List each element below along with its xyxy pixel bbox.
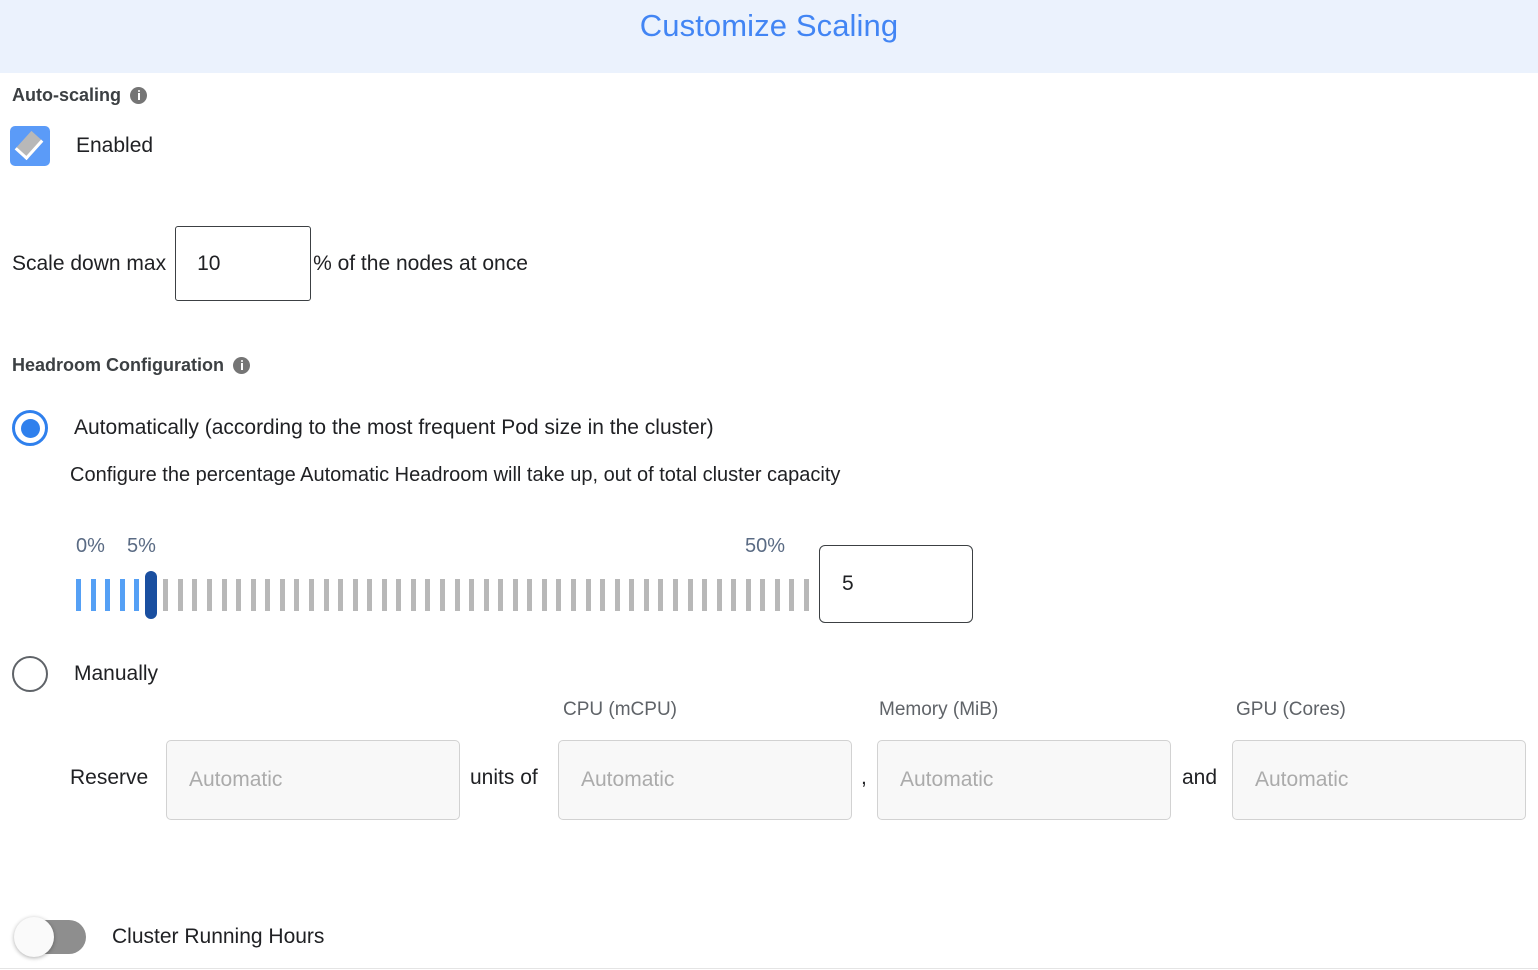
slider-tick[interactable] <box>134 579 140 611</box>
slider-tick[interactable] <box>265 579 271 611</box>
slider-tick[interactable] <box>571 579 577 611</box>
headroom-automatic-description: Configure the percentage Automatic Headr… <box>70 464 841 486</box>
comma-separator: , <box>861 766 867 789</box>
slider-tick[interactable] <box>600 579 606 611</box>
slider-tick[interactable] <box>614 579 620 611</box>
and-label: and <box>1182 766 1218 789</box>
slider-tick[interactable] <box>221 579 227 611</box>
reserve-units-input[interactable] <box>166 740 460 820</box>
slider-tick[interactable] <box>716 579 722 611</box>
slider-tick[interactable] <box>643 579 649 611</box>
slider-tick[interactable] <box>454 579 460 611</box>
slider-tick[interactable] <box>774 579 780 611</box>
reserve-memory-input[interactable] <box>877 740 1171 820</box>
toggle-knob <box>14 917 54 957</box>
dialog-header-band <box>0 0 1538 73</box>
slider-tick[interactable] <box>731 579 737 611</box>
slider-thumb[interactable] <box>145 571 158 619</box>
gpu-field-caption: GPU (Cores) <box>1236 699 1346 720</box>
reserve-cpu-input[interactable] <box>558 740 852 820</box>
slider-tick[interactable] <box>702 579 708 611</box>
slider-tick[interactable] <box>512 579 518 611</box>
slider-tick[interactable] <box>498 579 504 611</box>
slider-tick[interactable] <box>469 579 475 611</box>
slider-tick[interactable] <box>658 579 664 611</box>
slider-tick[interactable] <box>804 579 809 611</box>
slider-tick[interactable] <box>177 579 183 611</box>
slider-tick[interactable] <box>410 579 416 611</box>
slider-tick[interactable] <box>105 579 111 611</box>
slider-tick[interactable] <box>250 579 256 611</box>
memory-field-caption: Memory (MiB) <box>879 699 999 720</box>
headroom-section-label: Headroom Configuration <box>12 355 250 376</box>
scale-down-max-suffix: % of the nodes at once <box>313 252 528 275</box>
slider-tick[interactable] <box>308 579 314 611</box>
headroom-option-manual[interactable]: Manually <box>12 656 158 692</box>
slider-tick[interactable] <box>90 579 96 611</box>
slider-tick[interactable] <box>207 579 213 611</box>
slider-tick[interactable] <box>352 579 358 611</box>
info-icon[interactable] <box>233 356 250 374</box>
auto-scaling-section-label: Auto-scaling <box>12 85 148 106</box>
cpu-field-caption: CPU (mCPU) <box>563 699 677 720</box>
slider-tick[interactable] <box>483 579 489 611</box>
info-icon[interactable] <box>130 86 148 104</box>
page-title: Customize Scaling <box>639 8 899 43</box>
radio-manually[interactable] <box>12 656 48 692</box>
slider-tick[interactable] <box>672 579 678 611</box>
slider-tick[interactable] <box>381 579 387 611</box>
slider-tick[interactable] <box>323 579 329 611</box>
headroom-percentage-slider[interactable]: 0% 5% 50% <box>76 535 809 630</box>
enabled-checkbox-label: Enabled <box>76 134 154 157</box>
slider-tick[interactable] <box>556 579 562 611</box>
check-icon <box>14 130 44 161</box>
cluster-running-hours-row[interactable]: Cluster Running Hours <box>14 917 325 957</box>
slider-tick[interactable] <box>789 579 795 611</box>
slider-tick[interactable] <box>527 579 533 611</box>
slider-tick[interactable] <box>396 579 402 611</box>
scale-down-max-label: Scale down max <box>12 252 167 275</box>
radio-automatic-label: Automatically (according to the most fre… <box>74 416 714 439</box>
units-of-label: units of <box>470 766 538 789</box>
auto-scaling-label-text: Auto-scaling <box>12 85 122 105</box>
slider-tick[interactable] <box>687 579 693 611</box>
radio-automatic[interactable] <box>12 410 48 446</box>
slider-min-label: 0% <box>76 535 105 557</box>
slider-tick[interactable] <box>440 579 445 611</box>
reserve-label: Reserve <box>70 766 149 789</box>
cluster-running-hours-toggle[interactable] <box>14 917 86 957</box>
slider-tick[interactable] <box>745 579 751 611</box>
slider-tick[interactable] <box>367 579 373 611</box>
slider-tick-track[interactable] <box>76 571 809 619</box>
slider-tick[interactable] <box>119 579 125 611</box>
scale-down-max-input[interactable] <box>175 226 312 301</box>
slider-tick[interactable] <box>76 579 81 611</box>
slider-tick[interactable] <box>629 579 635 611</box>
slider-tick[interactable] <box>541 579 547 611</box>
radio-manually-label: Manually <box>74 662 159 685</box>
headroom-option-automatic[interactable]: Automatically (according to the most fre… <box>12 410 714 446</box>
slider-max-label: 50% <box>745 535 786 557</box>
scale-down-max-row: Scale down max % of the nodes at once <box>12 226 528 301</box>
slider-value-label: 5% <box>127 535 156 557</box>
slider-tick[interactable] <box>760 579 766 611</box>
headroom-percentage-input[interactable] <box>819 545 973 623</box>
slider-tick[interactable] <box>338 579 344 611</box>
bottom-divider <box>0 968 1538 969</box>
slider-tick[interactable] <box>279 579 285 611</box>
slider-tick[interactable] <box>585 579 591 611</box>
auto-scaling-enabled-row[interactable]: Enabled <box>10 126 153 166</box>
slider-tick[interactable] <box>192 579 198 611</box>
headroom-label-text: Headroom Configuration <box>12 355 224 375</box>
slider-tick[interactable] <box>294 579 300 611</box>
slider-tick[interactable] <box>425 579 431 611</box>
enabled-checkbox[interactable] <box>10 126 50 166</box>
cluster-running-hours-label: Cluster Running Hours <box>112 925 325 948</box>
slider-tick[interactable] <box>236 579 242 611</box>
reserve-gpu-input[interactable] <box>1232 740 1526 820</box>
slider-tick[interactable] <box>163 579 169 611</box>
